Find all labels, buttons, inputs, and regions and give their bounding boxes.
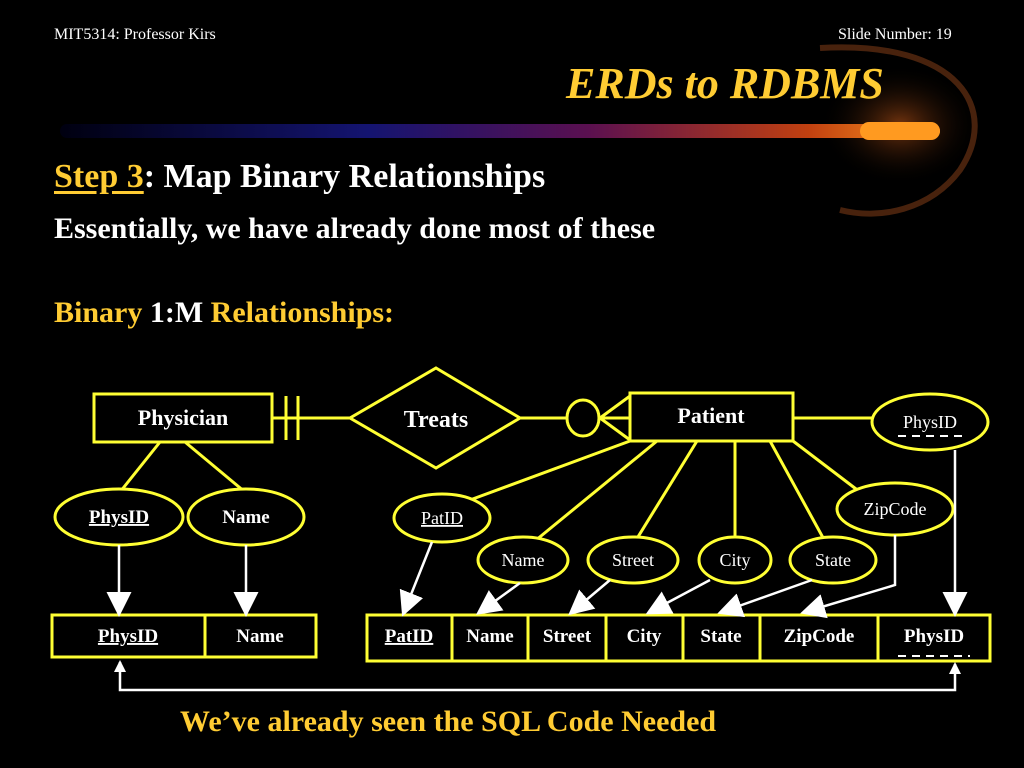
step-link[interactable]: Step 3 <box>54 158 144 195</box>
patient-cardinality <box>520 394 631 442</box>
footer-note: We’ve already seen the SQL Code Needed <box>180 705 717 738</box>
patient-entity: Patient <box>628 391 795 443</box>
treats-relationship: Treats <box>347 366 523 470</box>
patient-table-state: State <box>700 626 741 647</box>
patid-attr: PatID <box>421 508 463 528</box>
patient-table: PatID Name Street City State ZipCode Phy… <box>365 613 992 663</box>
state-attr: State <box>815 550 851 570</box>
patient-table-physid: PhysID <box>904 626 964 647</box>
physician-table-physid: PhysID <box>98 626 158 647</box>
city-attr: City <box>719 550 750 570</box>
physician-table-name: Name <box>236 626 283 647</box>
relationships-word: Relationships: <box>210 296 395 329</box>
subtitle: Essentially, we have already done most o… <box>54 212 656 245</box>
binary-word: Binary <box>54 296 143 329</box>
physician-label: Physician <box>138 405 228 430</box>
cardinality-word: 1:M <box>149 296 204 329</box>
slide-number: Slide Number: 19 <box>838 26 952 43</box>
physid-attr: PhysID <box>89 507 149 528</box>
binary-heading: Binary 1:M Relationships: <box>54 296 394 330</box>
slide-title: ERDs to RDBMS <box>566 59 884 108</box>
patient-table-name: Name <box>466 626 513 647</box>
name-attr: Name <box>222 507 269 528</box>
mapping-arrows <box>106 450 968 692</box>
decorative-swoosh <box>60 44 980 217</box>
patient-label: Patient <box>677 403 745 428</box>
physician-table: PhysID Name <box>50 613 318 659</box>
street-attr: Street <box>612 550 654 570</box>
patient-table-city: City <box>627 626 662 647</box>
physician-attributes: PhysID Name <box>53 440 306 547</box>
step-heading: Step 3: Map Binary Relationships <box>54 158 545 196</box>
physician-entity: Physician <box>92 392 274 444</box>
step-text: : Map Binary Relationships <box>143 158 546 195</box>
physician-cardinality <box>272 396 350 440</box>
patient-name-attr: Name <box>502 550 545 570</box>
zipcode-attr: ZipCode <box>864 499 927 519</box>
patient-physid-attr: PhysID <box>903 412 957 432</box>
patient-table-zipcode: ZipCode <box>784 626 855 647</box>
patient-table-patid: PatID <box>385 626 434 647</box>
treats-label: Treats <box>404 407 468 433</box>
course-label: MIT5314: Professor Kirs <box>54 26 216 43</box>
patient-attributes: PhysID ZipCode PatID Name Street City St… <box>392 392 990 585</box>
patient-table-street: Street <box>543 626 592 647</box>
